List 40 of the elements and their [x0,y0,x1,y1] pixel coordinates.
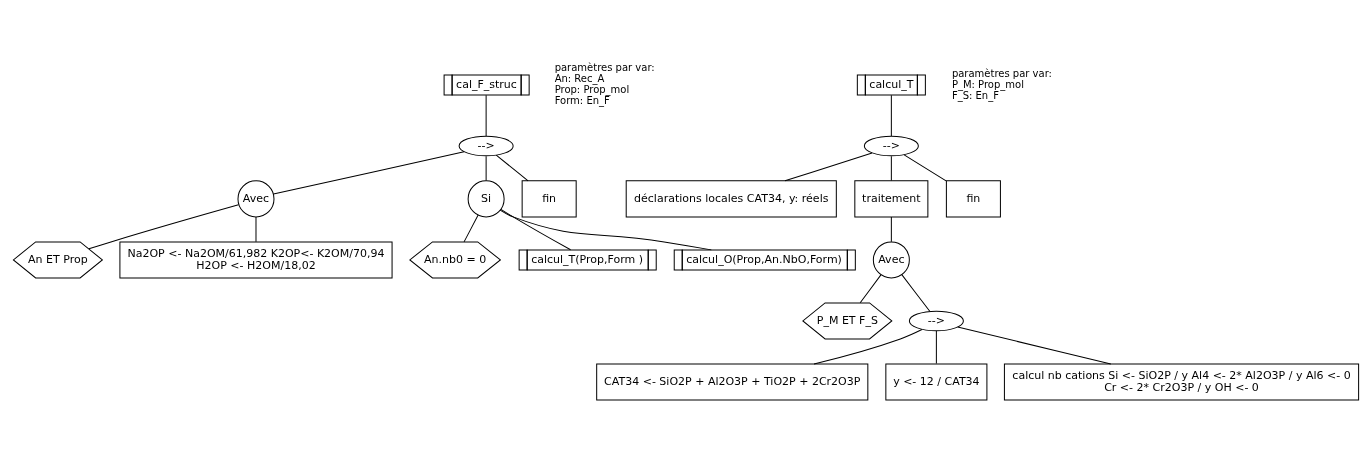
connector [485,155,487,181]
node-box: y <- 12 / CAT34 [885,363,988,400]
connector [273,150,465,194]
connector [255,215,257,242]
node-label: Form: En_F [554,94,610,106]
connector [463,214,479,242]
node-circle: Avec [872,240,910,278]
connector [500,208,572,250]
connector [495,154,529,181]
node-box: fin [945,179,1001,217]
connector [901,273,931,312]
connector [859,273,882,303]
node-box: déclarations locales CAT34, y: réels [625,179,837,217]
node-circle: Avec [237,179,275,217]
connector [88,203,239,249]
connector [890,155,892,181]
connector [485,94,487,136]
node-label: F_S: En_F [951,89,999,101]
node-ellipse: --> [908,310,964,331]
connector [890,94,892,136]
node-box: Na2OP <- Na2OM/61,982 K2OP<- K2OM/70,94 H2OP <- H2OM/18,02 [119,240,393,278]
connector [784,152,873,181]
node-label: Prop: Prop_mol [554,83,630,95]
node-box: traitement [854,179,929,217]
node-ellipse: --> [458,135,514,156]
node-label: paramètres par var: [951,67,1052,79]
node-circle: Si [467,179,505,217]
connector [813,328,923,364]
node-box: fin [521,179,577,217]
node-box: calcul nb cations Si <- SiO2P / y Al4 <- 2* Al2O3P / y Al6 <- 0 Cr <- 2* Cr2O3P / y OH <- 0 [1003,363,1360,400]
connector [935,329,937,364]
node-box: CAT34 <- SiO2P + Al2O3P + TiO2P + 2Cr2O3P [596,363,869,400]
connector [890,215,892,242]
node-label: P_M: Prop_mol [951,78,1024,90]
node-label: An: Rec_A [554,72,605,84]
connector [499,209,712,250]
node-label: paramètres par var: [554,61,655,73]
connector [903,153,947,181]
connector [957,326,1112,364]
node-ellipse: --> [863,135,919,156]
